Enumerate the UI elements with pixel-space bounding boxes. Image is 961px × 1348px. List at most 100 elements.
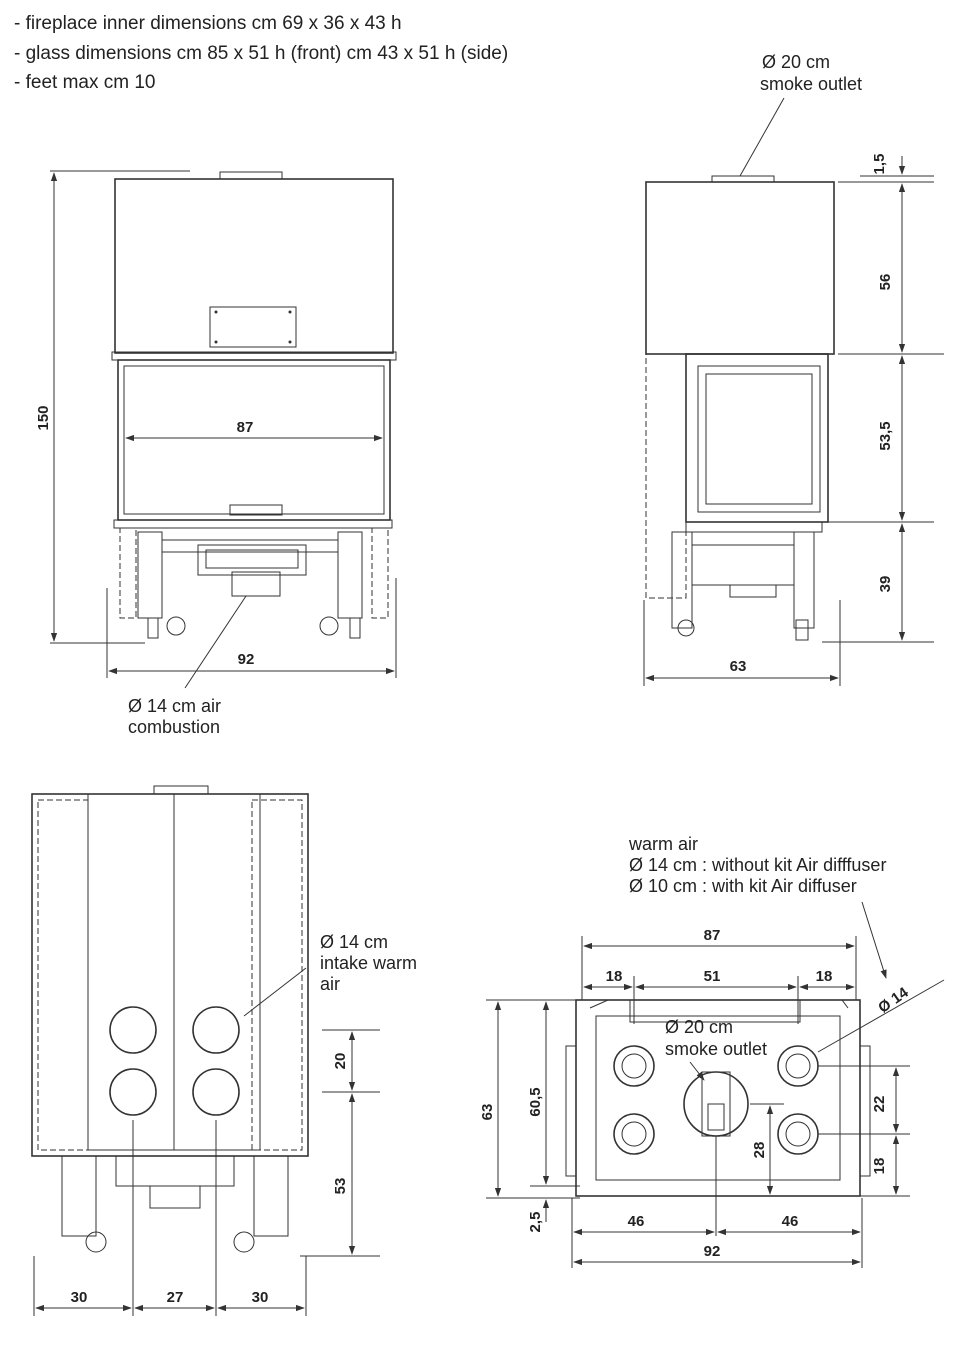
top-warm-label-3: Ø 10 cm : with kit Air diffuser bbox=[629, 876, 857, 896]
top-inner-chamber bbox=[595, 1015, 841, 1181]
side-base-dim: 39 bbox=[877, 576, 894, 593]
side-glass-dim: 53,5 bbox=[877, 421, 894, 450]
top-right-flange bbox=[859, 1045, 871, 1177]
front-right-wheel bbox=[319, 616, 339, 636]
back-mid-dim: 27 bbox=[167, 1289, 184, 1306]
back-intake-leader bbox=[243, 967, 307, 1017]
front-air-label-2: combustion bbox=[128, 717, 220, 737]
top-right-dim: 18 bbox=[816, 968, 833, 985]
front-inner-width-dim: 87 bbox=[237, 419, 254, 436]
front-door-handle bbox=[229, 504, 283, 516]
back-left-dim: 30 bbox=[71, 1289, 88, 1306]
back-intake-hole-1 bbox=[109, 1006, 157, 1054]
side-hood bbox=[645, 181, 835, 355]
top-total-width-dim: 87 bbox=[704, 927, 721, 944]
top-mid-dim: 51 bbox=[704, 968, 721, 985]
back-height-dim: 53 bbox=[332, 1178, 349, 1195]
spec-glass-dimensions: - glass dimensions cm 85 x 51 h (front) … bbox=[14, 43, 509, 64]
side-rear-foot bbox=[795, 619, 809, 641]
spec-feet: - feet max cm 10 bbox=[14, 72, 156, 93]
back-right-panel bbox=[251, 799, 303, 1151]
front-air-leader bbox=[184, 595, 247, 689]
top-diam-dim: Ø 14 bbox=[875, 984, 912, 1017]
top-22-dim: 22 bbox=[871, 1096, 888, 1113]
side-top-collar bbox=[711, 175, 775, 183]
back-right-dim: 30 bbox=[252, 1289, 269, 1306]
back-left-panel bbox=[37, 799, 89, 1151]
front-base-width-dim: 92 bbox=[238, 651, 255, 668]
side-glass bbox=[697, 365, 821, 513]
back-view: Ø 14 cm intake warm air 20 53 30 27 30 bbox=[31, 785, 417, 1316]
back-intake-label-2: intake warm bbox=[320, 953, 417, 973]
front-inspection-plate bbox=[209, 306, 297, 348]
front-glass bbox=[123, 365, 385, 515]
top-28-dim: 28 bbox=[751, 1142, 768, 1159]
side-front-wheel bbox=[677, 619, 695, 637]
front-right-panel bbox=[371, 527, 389, 619]
side-view: Ø 20 cm smoke outlet 1,5 56 53,5 39 63 bbox=[643, 52, 944, 686]
top-left-flange bbox=[565, 1045, 577, 1177]
spec-inner-dimensions: - fireplace inner dimensions cm 69 x 36 … bbox=[14, 13, 402, 34]
side-smoke-label-1: Ø 20 cm bbox=[762, 52, 830, 72]
side-smoke-leader bbox=[739, 97, 785, 177]
front-ash-tray bbox=[197, 544, 307, 576]
front-glass-frame bbox=[117, 359, 391, 521]
front-left-leg bbox=[137, 531, 163, 619]
front-right-foot bbox=[349, 617, 361, 639]
front-right-leg bbox=[337, 531, 363, 619]
top-smoke-label-2: smoke outlet bbox=[665, 1039, 767, 1059]
top-warm-air-outlet-2 bbox=[777, 1045, 819, 1087]
front-view: 150 87 92 Ø 14 cm air combustion bbox=[35, 170, 397, 737]
back-right-wheel bbox=[233, 1231, 255, 1253]
back-left-wheel bbox=[85, 1231, 107, 1253]
top-warm-leader bbox=[861, 901, 887, 979]
top-46a-dim: 46 bbox=[628, 1213, 645, 1230]
side-front-leg bbox=[671, 531, 693, 629]
top-warm-air-outlet-3 bbox=[613, 1113, 655, 1155]
front-hood bbox=[114, 178, 394, 354]
back-intake-hole-4 bbox=[192, 1068, 240, 1116]
top-92-dim: 92 bbox=[704, 1243, 721, 1260]
front-crossbar bbox=[161, 539, 339, 553]
top-view: warm air Ø 14 cm : without kit Air difff… bbox=[479, 834, 945, 1268]
side-smoke-label-2: smoke outlet bbox=[760, 74, 862, 94]
back-left-leg bbox=[61, 1155, 97, 1237]
top-smoke-leader bbox=[689, 1061, 705, 1081]
top-18-dim: 18 bbox=[871, 1158, 888, 1175]
side-hood-dim: 56 bbox=[877, 274, 894, 291]
side-base-frame bbox=[691, 544, 795, 586]
top-offset-dim: 2,5 bbox=[527, 1212, 544, 1233]
front-left-foot bbox=[147, 617, 159, 639]
back-spacing-dim: 20 bbox=[332, 1053, 349, 1070]
front-sill bbox=[113, 519, 393, 529]
top-warm-air-outlet-1 bbox=[613, 1045, 655, 1087]
side-top-dim: 1,5 bbox=[871, 154, 888, 175]
top-left-dim: 18 bbox=[606, 968, 623, 985]
top-warm-label-2: Ø 14 cm : without kit Air difffuser bbox=[629, 855, 886, 875]
top-46b-dim: 46 bbox=[782, 1213, 799, 1230]
front-left-wheel bbox=[166, 616, 186, 636]
side-sill bbox=[685, 521, 823, 533]
back-intake-hole-2 bbox=[192, 1006, 240, 1054]
back-top-collar bbox=[153, 785, 209, 795]
top-warm-air-outlet-4 bbox=[777, 1113, 819, 1155]
top-depth-dim: 63 bbox=[479, 1104, 496, 1121]
top-smoke-label-1: Ø 20 cm bbox=[665, 1017, 733, 1037]
top-diam-leader bbox=[817, 979, 945, 1053]
top-front-opening bbox=[589, 999, 849, 1023]
front-left-panel bbox=[119, 527, 137, 619]
front-height-dim: 150 bbox=[35, 405, 52, 430]
front-air-label-1: Ø 14 cm air bbox=[128, 696, 221, 716]
back-intake-hole-3 bbox=[109, 1068, 157, 1116]
side-rear-leg bbox=[793, 531, 815, 629]
front-air-inlet bbox=[231, 571, 281, 597]
back-intake-label-3: air bbox=[320, 974, 340, 994]
top-warm-label-1: warm air bbox=[628, 834, 698, 854]
side-glass-frame bbox=[685, 353, 829, 523]
back-intake-label-1: Ø 14 cm bbox=[320, 932, 388, 952]
back-right-leg bbox=[253, 1155, 289, 1237]
back-body bbox=[31, 793, 309, 1157]
side-body-panel bbox=[645, 353, 687, 599]
side-width-dim: 63 bbox=[730, 658, 747, 675]
